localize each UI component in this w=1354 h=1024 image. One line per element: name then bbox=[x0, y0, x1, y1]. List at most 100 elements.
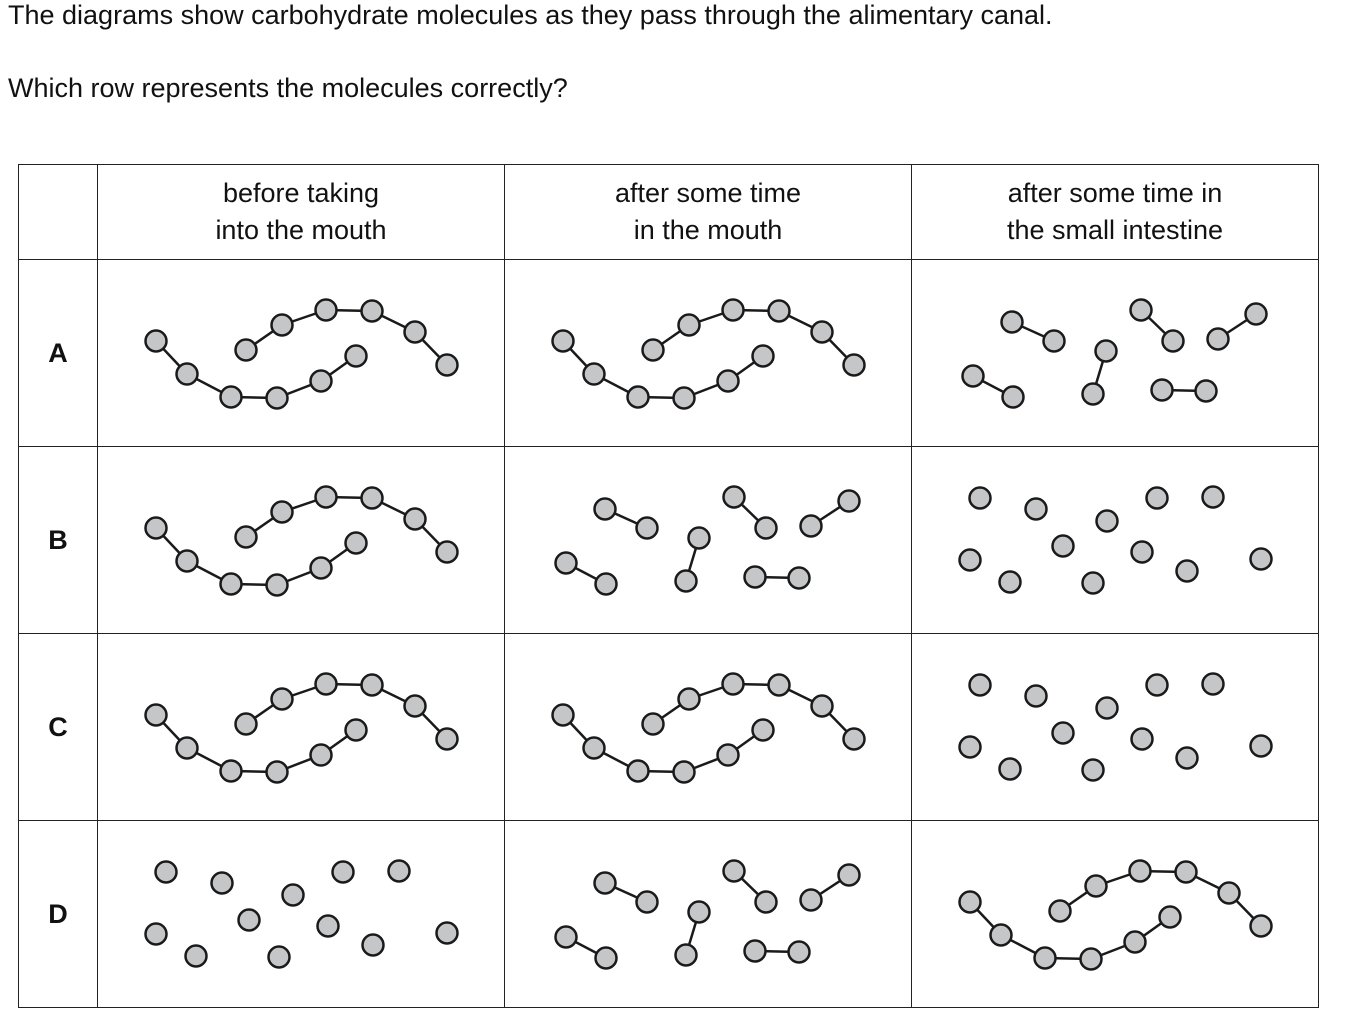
sugar-unit bbox=[716, 369, 740, 393]
diagram-cell bbox=[911, 446, 1319, 634]
singles-molecule-diagram bbox=[144, 859, 459, 969]
sugar-unit bbox=[144, 516, 168, 540]
sugar-unit bbox=[998, 757, 1022, 781]
sugar-unit bbox=[1095, 509, 1119, 533]
sugar-unit bbox=[270, 313, 294, 337]
sugar-unit bbox=[403, 694, 427, 718]
sugar-unit bbox=[309, 556, 333, 580]
sugar-unit bbox=[144, 703, 168, 727]
sugar-unit bbox=[593, 871, 617, 895]
diagram-cell bbox=[97, 446, 505, 634]
sugar-unit bbox=[721, 298, 745, 322]
sugar-unit bbox=[265, 573, 289, 597]
sugar-unit bbox=[672, 386, 696, 410]
sugar-unit bbox=[1084, 874, 1108, 898]
pairs-molecule-diagram bbox=[554, 859, 861, 970]
header-text: into the mouth bbox=[215, 215, 387, 245]
sugar-unit bbox=[309, 743, 333, 767]
sugar-unit bbox=[799, 888, 823, 912]
sugar-unit bbox=[751, 718, 775, 742]
sugar-unit bbox=[1051, 721, 1075, 745]
sugar-unit bbox=[1145, 486, 1169, 510]
sugar-unit bbox=[968, 673, 992, 697]
sugar-unit bbox=[387, 859, 411, 883]
sugar-unit bbox=[403, 320, 427, 344]
sugar-unit bbox=[1161, 329, 1185, 353]
header-text: in the mouth bbox=[633, 215, 783, 245]
sugar-unit bbox=[234, 525, 258, 549]
sugar-unit bbox=[1042, 329, 1066, 353]
sugar-unit bbox=[1201, 485, 1225, 509]
sugar-unit bbox=[1174, 860, 1198, 884]
chain-molecule-diagram bbox=[551, 298, 866, 410]
sugar-unit bbox=[344, 344, 368, 368]
sugar-unit bbox=[641, 712, 665, 736]
sugar-unit bbox=[998, 570, 1022, 594]
diagram-cell bbox=[504, 446, 912, 634]
sugar-unit bbox=[1129, 298, 1153, 322]
singles-molecule-diagram bbox=[958, 485, 1273, 595]
sugar-unit bbox=[582, 736, 606, 760]
sugar-unit bbox=[721, 672, 745, 696]
sugar-unit bbox=[1024, 497, 1048, 521]
sugar-unit bbox=[842, 727, 866, 751]
sugar-unit bbox=[1081, 758, 1105, 782]
sugar-unit bbox=[175, 549, 199, 573]
sugar-unit bbox=[1130, 727, 1154, 751]
sugar-unit bbox=[281, 883, 305, 907]
diagram-cell bbox=[911, 820, 1319, 1008]
sugar-unit bbox=[751, 344, 775, 368]
header-text: the small intestine bbox=[1006, 215, 1224, 245]
sugar-unit bbox=[267, 945, 291, 969]
sugar-unit bbox=[672, 760, 696, 784]
row-label: A bbox=[18, 259, 98, 447]
sugar-unit bbox=[722, 485, 746, 509]
row-label: D bbox=[18, 820, 98, 1008]
sugar-unit bbox=[626, 385, 650, 409]
sugar-unit bbox=[626, 759, 650, 783]
header-text: after some time bbox=[614, 178, 802, 208]
sugar-unit bbox=[314, 298, 338, 322]
sugar-unit bbox=[144, 329, 168, 353]
header-text: before taking bbox=[222, 178, 380, 208]
sugar-unit bbox=[787, 566, 811, 590]
sugar-unit bbox=[677, 687, 701, 711]
sugar-unit bbox=[641, 338, 665, 362]
diagram-cell bbox=[911, 633, 1319, 821]
sugar-unit bbox=[403, 507, 427, 531]
header-before-mouth: before taking into the mouth bbox=[97, 164, 505, 260]
chain-molecule-diagram bbox=[144, 485, 459, 597]
chain-molecule-diagram bbox=[144, 298, 459, 410]
diagram-cell bbox=[504, 633, 912, 821]
sugar-unit bbox=[435, 727, 459, 751]
sugar-unit bbox=[1244, 302, 1268, 326]
sugar-unit bbox=[265, 760, 289, 784]
singles-molecule-diagram bbox=[958, 672, 1273, 782]
sugar-unit bbox=[1217, 881, 1241, 905]
sugar-unit bbox=[210, 871, 234, 895]
chain-molecule-diagram bbox=[551, 672, 866, 784]
header-in-mouth: after some time in the mouth bbox=[504, 164, 912, 260]
sugar-unit bbox=[722, 859, 746, 883]
sugar-unit bbox=[1145, 673, 1169, 697]
chain-molecule-diagram bbox=[958, 859, 1273, 971]
sugar-unit bbox=[677, 313, 701, 337]
sugar-unit bbox=[1249, 914, 1273, 938]
sugar-unit bbox=[767, 673, 791, 697]
sugar-unit bbox=[219, 572, 243, 596]
row-d: D bbox=[18, 820, 1319, 1008]
answer-table: before taking into the mouth after some t… bbox=[18, 164, 1319, 1008]
sugar-unit bbox=[316, 914, 340, 938]
sugar-unit bbox=[582, 362, 606, 386]
sugar-unit bbox=[989, 923, 1013, 947]
row-c: C bbox=[18, 633, 1319, 821]
sugar-unit bbox=[716, 743, 740, 767]
sugar-unit bbox=[1000, 310, 1024, 334]
sugar-unit bbox=[1095, 696, 1119, 720]
header-empty bbox=[18, 164, 98, 260]
sugar-unit bbox=[314, 672, 338, 696]
sugar-unit bbox=[309, 369, 333, 393]
sugar-unit bbox=[360, 486, 384, 510]
sugar-unit bbox=[1048, 899, 1072, 923]
